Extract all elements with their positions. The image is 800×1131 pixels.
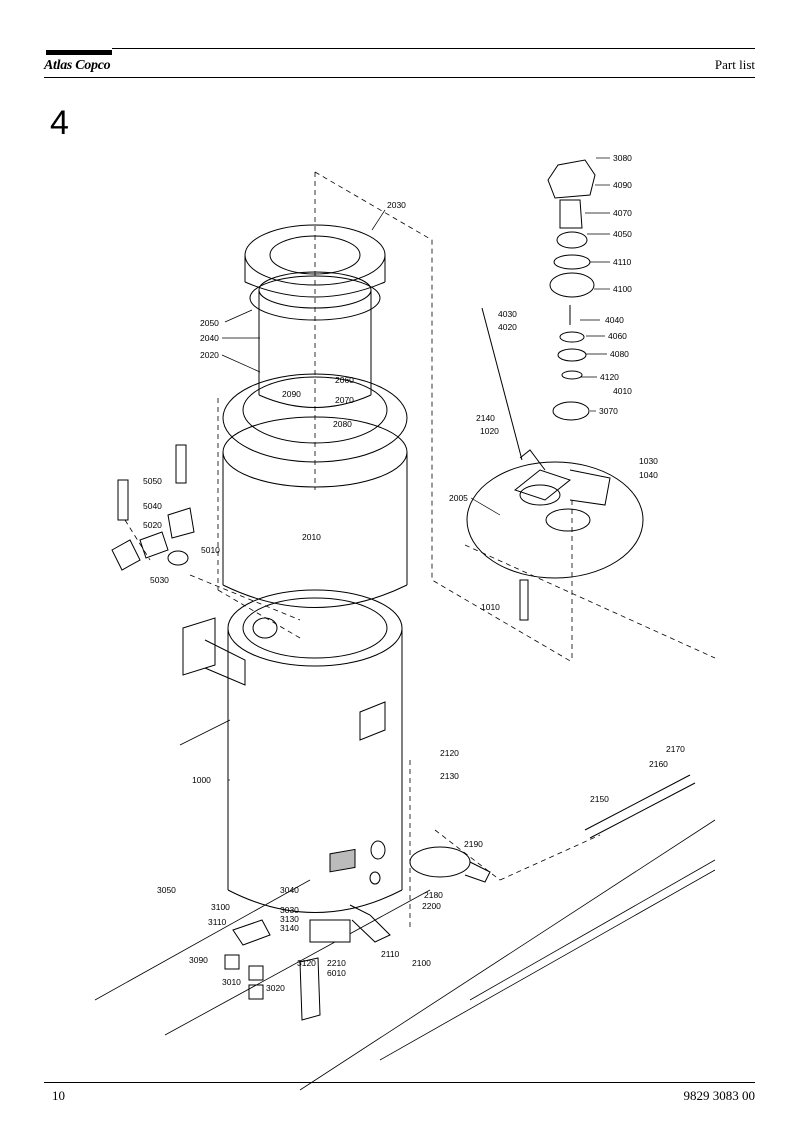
- callout-3020: 3020: [266, 983, 285, 993]
- callout-1030: 1030: [639, 456, 658, 466]
- callout-1000: 1000: [192, 775, 211, 785]
- cover-plate-2005: [466, 449, 644, 579]
- callout-5050: 5050: [143, 476, 162, 486]
- callout-2090: 2090: [282, 389, 301, 399]
- footer-rule: [44, 1082, 755, 1083]
- header-rule-bottom: [44, 77, 755, 78]
- callout-2190: 2190: [464, 839, 483, 849]
- callout-2060: 2060: [335, 375, 354, 385]
- callout-1020: 1020: [480, 426, 499, 436]
- callout-2070: 2070: [335, 395, 354, 405]
- callout-4040: 4040: [605, 315, 624, 325]
- page-title: Part list: [714, 57, 755, 72]
- callout-2050: 2050: [200, 318, 219, 328]
- callout-5040: 5040: [143, 501, 162, 511]
- callout-labels: 3080 4090 4070 4050 4110 4100 4030 4020 …: [143, 153, 685, 993]
- callout-3050: 3050: [157, 885, 176, 895]
- callout-2150: 2150: [590, 794, 609, 804]
- callout-5020: 5020: [143, 520, 162, 530]
- callout-2200: 2200: [422, 901, 441, 911]
- callout-2170: 2170: [666, 744, 685, 754]
- flange-ring-2020: [222, 373, 408, 463]
- dipstick-2140: [481, 307, 523, 461]
- header-rule-top: [112, 48, 755, 49]
- callout-2130: 2130: [440, 771, 459, 781]
- callout-2010: 2010: [302, 532, 321, 542]
- callout-2100: 2100: [412, 958, 431, 968]
- callout-3070: 3070: [599, 406, 618, 416]
- callout-4060: 4060: [608, 331, 627, 341]
- pipe-fittings: [111, 444, 195, 571]
- callout-4110: 4110: [613, 257, 632, 267]
- callout-3110: 3110: [208, 917, 227, 927]
- callout-2120: 2120: [440, 748, 459, 758]
- inlet-flange: [182, 617, 278, 686]
- valve-assembly: [547, 159, 596, 421]
- filter-element-2010: [222, 416, 408, 608]
- callout-4050: 4050: [613, 229, 632, 239]
- callout-2080: 2080: [333, 419, 352, 429]
- page-number: 10: [52, 1088, 65, 1103]
- callout-3140: 3140: [280, 923, 299, 933]
- callout-3130: 3130: [280, 914, 299, 924]
- callout-5010: 5010: [201, 545, 220, 555]
- callout-2030: 2030: [387, 200, 406, 210]
- callout-3080: 3080: [613, 153, 632, 163]
- document-number: 9829 3083 00: [683, 1088, 756, 1103]
- callout-2005: 2005: [449, 493, 468, 503]
- callout-1040: 1040: [639, 470, 658, 480]
- vessel-body: [227, 589, 403, 943]
- callout-3030: 3030: [280, 905, 299, 915]
- brand-name: Atlas Copco: [44, 58, 111, 73]
- callout-4030: 4030: [498, 309, 517, 319]
- floor-frame-lines: [94, 719, 716, 1091]
- callout-3040: 3040: [280, 885, 299, 895]
- callout-4100: 4100: [613, 284, 632, 294]
- gasket-2050: [249, 275, 381, 321]
- callout-4090: 4090: [613, 180, 632, 190]
- callout-2020: 2020: [200, 350, 219, 360]
- hose-2150: [584, 774, 696, 839]
- callout-4080: 4080: [610, 349, 629, 359]
- callout-2110: 2110: [381, 949, 400, 959]
- leader-lines: [221, 157, 610, 781]
- callout-2180: 2180: [424, 890, 443, 900]
- callout-4120: 4120: [600, 372, 619, 382]
- callout-2140: 2140: [476, 413, 495, 423]
- callout-2160: 2160: [649, 759, 668, 769]
- assembly-dashed-lines: [124, 171, 716, 930]
- callout-5030: 5030: [150, 575, 169, 585]
- atlas-copco-logo: Atlas Copco: [44, 50, 114, 78]
- callout-3090: 3090: [189, 955, 208, 965]
- insert-tube-2040: [258, 271, 372, 408]
- callout-1010: 1010: [481, 602, 500, 612]
- drain-valve-2190: [409, 846, 491, 883]
- pin-1010: [519, 579, 529, 621]
- logo-bar: [46, 50, 112, 55]
- callout-4070: 4070: [613, 208, 632, 218]
- callout-3120: 3120: [297, 958, 316, 968]
- section-number: 4: [50, 104, 69, 142]
- callout-3100: 3100: [211, 902, 230, 912]
- callout-4020: 4020: [498, 322, 517, 332]
- callout-2210: 2210: [327, 958, 346, 968]
- top-flange-2030: [244, 224, 386, 298]
- callout-2040: 2040: [200, 333, 219, 343]
- callout-3010: 3010: [222, 977, 241, 987]
- mounting-feet: [224, 919, 321, 1021]
- callout-4010: 4010: [613, 386, 632, 396]
- callout-6010: 6010: [327, 968, 346, 978]
